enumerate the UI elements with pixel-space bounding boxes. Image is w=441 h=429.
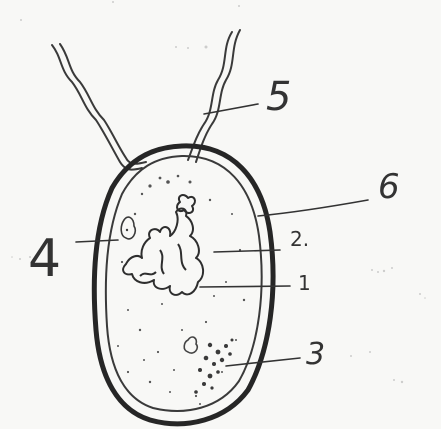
label-4: 4 bbox=[28, 229, 61, 289]
granule-dot bbox=[126, 229, 128, 231]
nucleoid-strand-1 bbox=[160, 250, 164, 274]
leader-lines bbox=[76, 104, 368, 366]
nucleoid-strand-3 bbox=[140, 272, 156, 276]
label-5: 5 bbox=[266, 74, 291, 120]
nucleoid bbox=[123, 195, 203, 295]
left-flagellum-inner bbox=[60, 44, 146, 164]
label-6: 6 bbox=[378, 167, 400, 207]
label-1: 1 bbox=[298, 271, 311, 295]
granule-body bbox=[121, 217, 135, 239]
label-3: 3 bbox=[306, 337, 325, 372]
leader-line-4 bbox=[76, 240, 118, 242]
paper-speckles bbox=[11, 1, 426, 383]
left-flagellum-outer bbox=[52, 45, 142, 170]
vacuole bbox=[184, 337, 197, 353]
right-flagellum-inner bbox=[196, 30, 240, 162]
leader-line-5 bbox=[204, 104, 258, 114]
label-2: 2. bbox=[290, 227, 309, 251]
nucleoid-outline bbox=[123, 209, 203, 295]
right-flagellum-outer bbox=[188, 32, 232, 160]
nucleoid-strand-2 bbox=[178, 244, 186, 270]
cell-envelope bbox=[94, 146, 273, 424]
leader-line-6 bbox=[258, 200, 368, 216]
leader-line-1 bbox=[200, 286, 290, 287]
